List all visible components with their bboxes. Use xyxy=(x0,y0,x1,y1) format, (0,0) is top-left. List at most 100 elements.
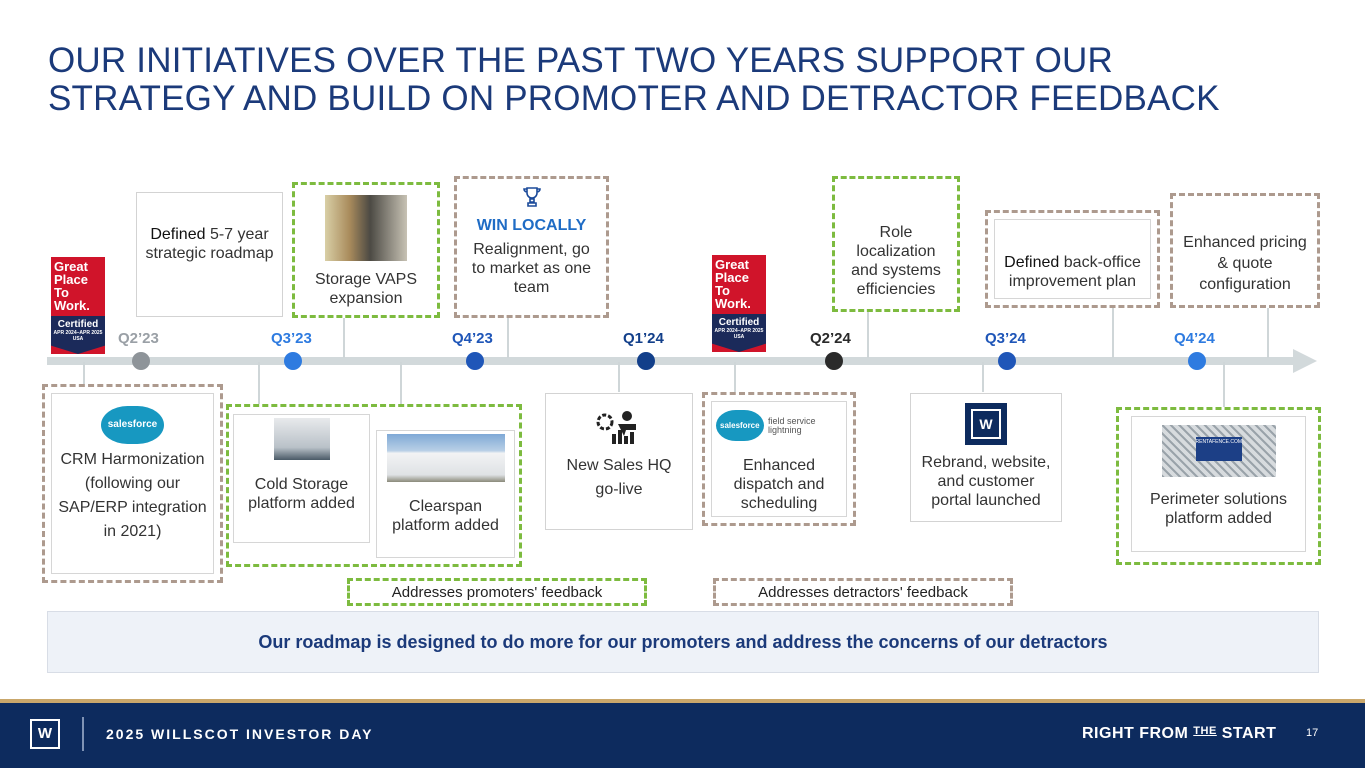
dispatch-inner: salesforce field service lightning Enhan… xyxy=(711,401,847,517)
quarter-label: Q4’24 xyxy=(1174,330,1215,347)
connector-tick xyxy=(734,362,736,392)
perimeter-text: Perimeter solutions platform added xyxy=(1150,491,1287,527)
quarter-marker-q4-24 xyxy=(1188,352,1206,370)
connector-tick xyxy=(343,318,345,358)
quarter-marker-q3-24 xyxy=(998,352,1016,370)
connector-tick xyxy=(258,362,260,412)
back-office-card: Defined back-office improvement plan xyxy=(985,210,1160,308)
crm-inner: salesforce CRM Harmonization (following … xyxy=(51,393,214,574)
badge-certified-label: Certified xyxy=(57,319,99,330)
page-number: 17 xyxy=(1306,727,1319,739)
rebrand-card: W Rebrand, website, and customer portal … xyxy=(910,393,1062,522)
fence-sign: RENTAFENCE.COM xyxy=(1195,437,1242,461)
quarter-label: Q1’24 xyxy=(623,330,664,347)
title-line-1: OUR INITIATIVES OVER THE PAST TWO YEARS … xyxy=(48,41,1113,80)
back-office-text: back-office improvement plan xyxy=(1008,254,1141,290)
sales-hq-label: New Sales HQ go-live xyxy=(566,457,672,498)
storage-vaps-label: Storage VAPS expansion xyxy=(315,271,417,307)
legend-detractors: Addresses detractors' feedback xyxy=(713,578,1013,606)
great-place-to-work-badge: Great Place To Work. Certified APR 2024–… xyxy=(51,257,105,354)
rebrand-text: Rebrand, website, and customer portal la… xyxy=(921,454,1051,509)
fence-photo-icon: RENTAFENCE.COM xyxy=(1161,425,1276,477)
connector-tick xyxy=(83,362,85,392)
storage-vaps-card: Storage VAPS expansion xyxy=(292,182,440,318)
willscot-w-icon: W xyxy=(965,403,1007,445)
badge-certified: Certified APR 2024–APR 2025 USA xyxy=(712,314,766,352)
win-locally-text: Realignment, go to market as one team xyxy=(471,241,592,296)
quarter-label: Q3’24 xyxy=(985,330,1026,347)
clearspan-card: Clearspan platform added xyxy=(376,430,515,558)
footer: W 2025 WILLSCOT INVESTOR DAY RIGHT FROM … xyxy=(0,699,1365,768)
trophy-icon xyxy=(522,187,541,207)
storage-photo-icon xyxy=(325,195,407,261)
pricing-card: Enhanced pricing & quote configuration xyxy=(1170,193,1320,308)
badge-certified-label: Certified xyxy=(718,317,760,328)
title-line-2: STRATEGY AND BUILD ON PROMOTER AND DETRA… xyxy=(48,79,1220,118)
connector-tick xyxy=(867,312,869,358)
footer-tagline: RIGHT FROM THE START xyxy=(1082,725,1276,743)
perimeter-inner: RENTAFENCE.COM Perimeter solutions platf… xyxy=(1131,416,1306,552)
role-localization-label: Role localization and systems efficienci… xyxy=(851,224,941,298)
crm-card: salesforce CRM Harmonization (following … xyxy=(42,384,223,583)
dispatch-card: salesforce field service lightning Enhan… xyxy=(702,392,856,526)
badge-country: USA xyxy=(733,334,745,340)
cold-storage-photo-icon xyxy=(273,418,330,460)
timeline-arrowhead-icon xyxy=(1293,349,1317,373)
role-localization-card: Role localization and systems efficienci… xyxy=(832,176,960,312)
tagline-part-b: START xyxy=(1221,725,1277,742)
roadmap-card: Defined 5-7 year strategic roadmap xyxy=(136,192,283,317)
win-locally-heading: WIN LOCALLY xyxy=(476,217,587,234)
quarter-marker-q2-24 xyxy=(825,352,843,370)
legend-promoters: Addresses promoters' feedback xyxy=(347,578,647,606)
badge-brand: Great Place To Work. xyxy=(715,257,751,311)
back-office-bold: Defined xyxy=(1004,254,1060,271)
cold-storage-label: Cold Storage platform added xyxy=(248,476,355,512)
quarter-label: Q2’23 xyxy=(118,330,159,347)
footer-event: 2025 WILLSCOT INVESTOR DAY xyxy=(106,726,374,742)
connector-tick xyxy=(982,362,984,392)
badge-dates: APR 2024–APR 2025 xyxy=(714,328,764,334)
crm-text: CRM Harmonization (following our SAP/ERP… xyxy=(58,451,207,540)
footer-logo-icon: W xyxy=(30,719,60,749)
dispatch-text: Enhanced dispatch and scheduling xyxy=(733,457,825,512)
quarter-marker-q1-24 xyxy=(637,352,655,370)
clearspan-label: Clearspan platform added xyxy=(392,498,499,534)
badge-certified: Certified APR 2024–APR 2025 USA xyxy=(51,316,105,354)
roadmap-bold: Defined xyxy=(150,226,206,243)
badge-brand: Great Place To Work. xyxy=(54,259,90,313)
quarter-label: Q4’23 xyxy=(452,330,493,347)
footer-divider xyxy=(82,717,84,751)
connector-tick xyxy=(1267,308,1269,358)
great-place-to-work-badge: Great Place To Work. Certified APR 2024–… xyxy=(712,255,766,352)
connector-tick xyxy=(618,362,620,392)
connector-tick xyxy=(507,318,509,358)
connector-tick xyxy=(1223,362,1225,414)
badge-country: USA xyxy=(72,336,84,342)
sales-growth-icon xyxy=(596,411,636,444)
connector-tick xyxy=(400,362,402,430)
connector-tick xyxy=(1112,308,1114,358)
win-locally-card: WIN LOCALLY Realignment, go to market as… xyxy=(454,176,609,318)
quarter-marker-q3-23 xyxy=(284,352,302,370)
timeline-axis xyxy=(47,357,1297,365)
roadmap-text: 5-7 year strategic roadmap xyxy=(145,226,274,262)
quarter-label: Q3’23 xyxy=(271,330,312,347)
clearspan-photo-icon xyxy=(386,434,505,482)
back-office-inner: Defined back-office improvement plan xyxy=(994,219,1151,299)
quarter-label: Q2’24 xyxy=(810,330,851,347)
page-title: OUR INITIATIVES OVER THE PAST TWO YEARS … xyxy=(48,42,1328,118)
tagline-part-a: RIGHT FROM xyxy=(1082,725,1189,742)
perimeter-card: RENTAFENCE.COM Perimeter solutions platf… xyxy=(1116,407,1321,565)
salesforce-logo-icon: salesforce xyxy=(100,406,165,444)
sales-hq-card: New Sales HQ go-live xyxy=(545,393,693,530)
quarter-marker-q2-23 xyxy=(132,352,150,370)
pricing-label: Enhanced pricing & quote configuration xyxy=(1183,234,1307,293)
quarter-marker-q4-23 xyxy=(466,352,484,370)
summary-banner: Our roadmap is designed to do more for o… xyxy=(47,611,1319,673)
tagline-the: THE xyxy=(1193,725,1217,737)
salesforce-logo-icon: salesforce xyxy=(716,410,764,441)
badge-dates: APR 2024–APR 2025 xyxy=(53,330,103,336)
field-service-lightning-label: field service lightning xyxy=(768,415,816,435)
cold-storage-card: Cold Storage platform added xyxy=(233,414,370,543)
dispatch-logo: salesforce field service lightning xyxy=(714,410,844,441)
